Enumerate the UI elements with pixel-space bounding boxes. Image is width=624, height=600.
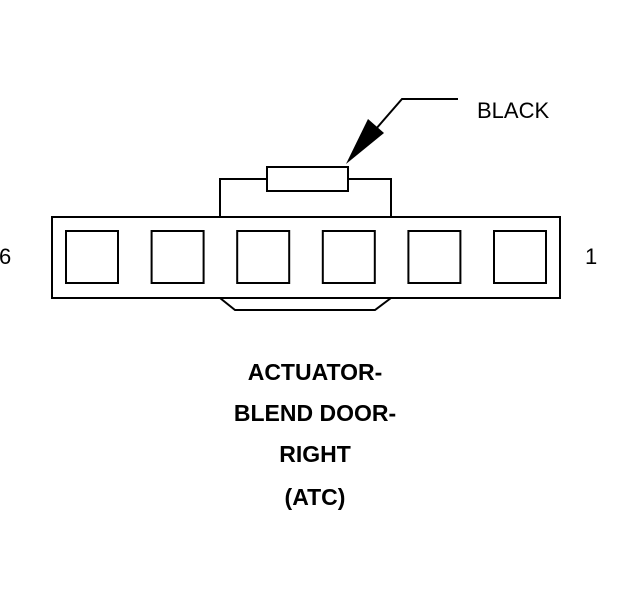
pin-cavity — [150, 230, 205, 284]
locking-tab — [266, 166, 349, 192]
caption-line-3: RIGHT — [279, 441, 351, 467]
keying-foot — [219, 297, 392, 311]
pin-cavity — [65, 230, 119, 284]
caption-line-1: ACTUATOR- — [248, 359, 383, 385]
caption-line-4: (ATC) — [285, 484, 346, 510]
connector-body — [51, 216, 561, 299]
pin-cavities — [65, 230, 547, 284]
pin-cavity — [321, 230, 376, 284]
caption-line-2: BLEND DOOR- — [234, 400, 396, 426]
pin-cavity — [493, 230, 547, 284]
pin-number-left: 6 — [0, 244, 11, 269]
leader-arrowhead — [346, 119, 384, 164]
connector-color-label: BLACK — [477, 98, 549, 123]
pin-number-right: 1 — [585, 244, 597, 269]
pin-cavity — [236, 230, 291, 284]
pin-cavity — [407, 230, 462, 284]
